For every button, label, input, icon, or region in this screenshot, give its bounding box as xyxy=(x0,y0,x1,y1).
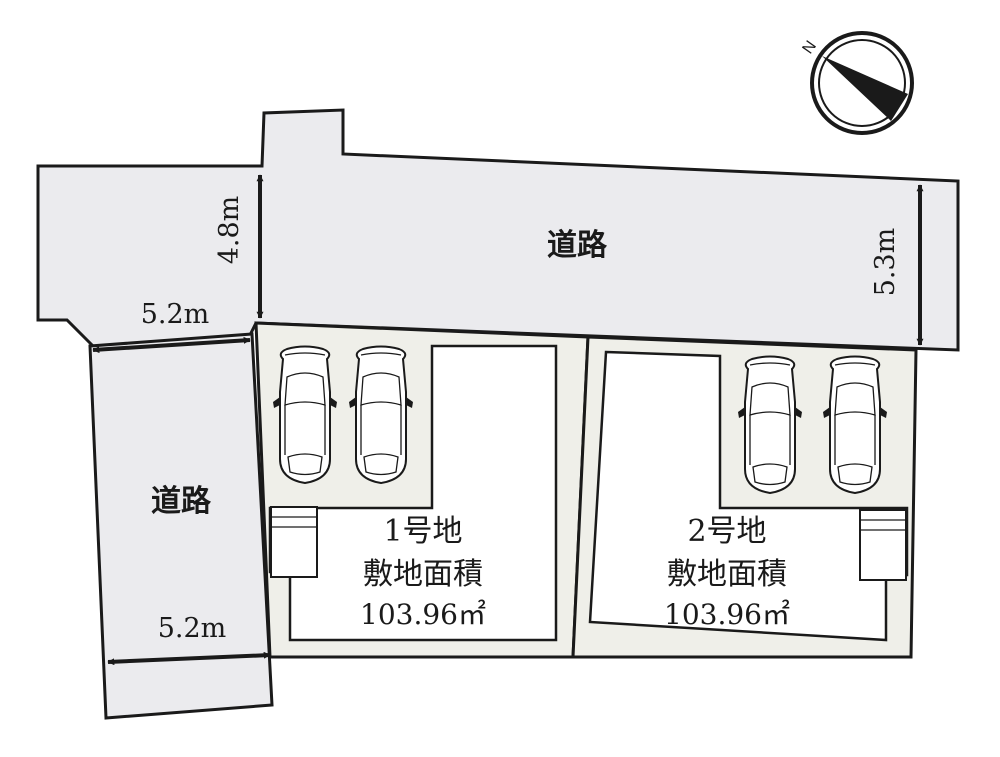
dimension-label-left-bottom: 5.2m xyxy=(158,613,227,644)
car-icon xyxy=(737,355,803,494)
lot-1-name: 1号地 xyxy=(383,514,462,549)
lot-2-building xyxy=(588,350,909,642)
lot-2-area-label: 敷地面積 xyxy=(667,557,787,592)
car-icon xyxy=(348,345,414,484)
dimension-label-top-right: 5.3m xyxy=(870,228,901,297)
dimension-label-left-top: 5.2m xyxy=(141,299,210,330)
lot-1-area-label: 敷地面積 xyxy=(363,557,483,592)
dimension-label-top-left: 4.8m xyxy=(214,196,245,265)
left-road-label: 道路 xyxy=(151,484,212,519)
car-icon xyxy=(272,345,338,484)
car-icon xyxy=(822,355,888,494)
north-arrow-icon: N xyxy=(799,31,914,135)
meter-box-icon xyxy=(859,509,907,581)
dimension-arrow-icon xyxy=(92,336,251,354)
dimension-arrow-icon xyxy=(107,651,271,666)
lot-2-area-value: 103.96㎡ xyxy=(664,598,790,631)
lot-2-name: 2号地 xyxy=(687,514,766,549)
top-road-label: 道路 xyxy=(547,228,608,263)
meter-box-icon xyxy=(270,506,318,578)
lot-1-area-value: 103.96㎡ xyxy=(360,598,486,631)
north-label: N xyxy=(799,38,820,57)
